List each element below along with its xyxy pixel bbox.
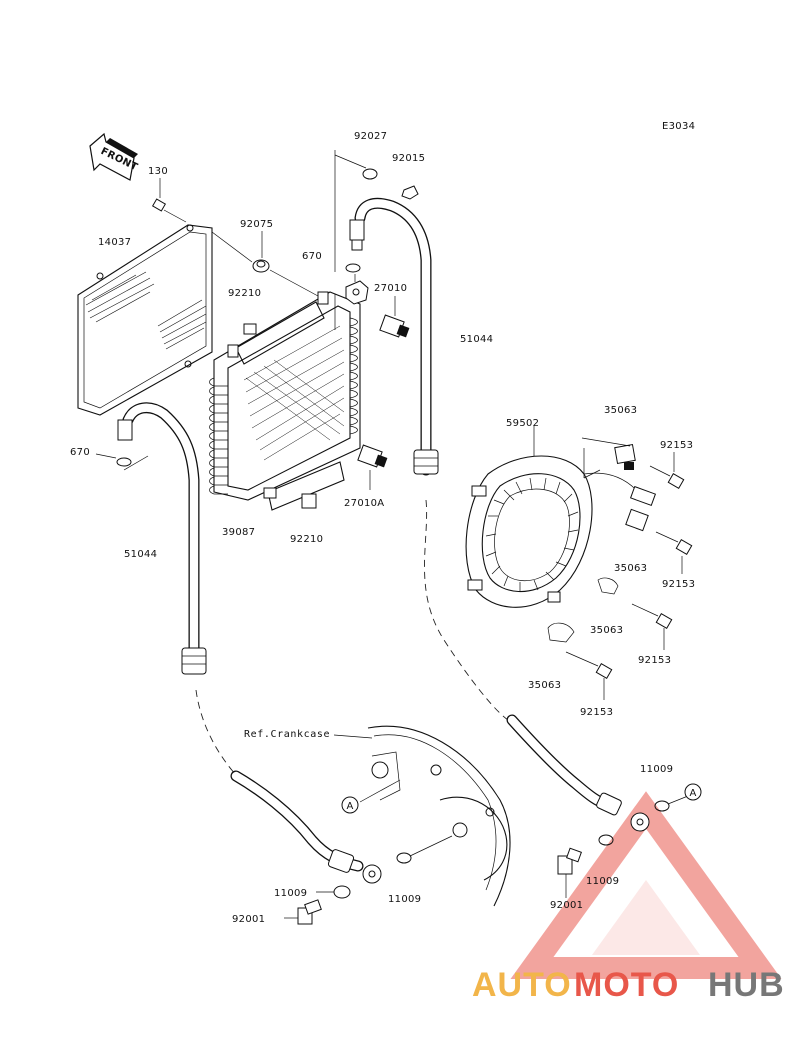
label-35063-mid: 35063 <box>614 563 647 574</box>
label-51044-right: 51044 <box>460 334 493 345</box>
hose-lower-left <box>230 770 453 899</box>
watermark-auto: AUTO <box>472 966 572 1004</box>
marker-a-left: A <box>341 796 359 814</box>
label-14037: 14037 <box>98 237 131 248</box>
part-labels: 130 14037 92075 92210 92027 92015 670 27… <box>70 131 695 925</box>
watermark-moto: MOTO <box>574 966 679 1004</box>
label-ref-crankcase: Ref.Crankcase <box>244 729 330 740</box>
label-92153-d: 92153 <box>580 707 613 718</box>
label-11009-right-top: 11009 <box>640 764 673 775</box>
oil-cooler-cover <box>77 224 213 416</box>
label-670-top: 670 <box>302 251 322 262</box>
label-35063-lower: 35063 <box>590 625 623 636</box>
oil-temp-sensor-27010 <box>379 296 410 338</box>
fan-shroud-59502 <box>465 426 601 608</box>
grommet-92075 <box>211 231 319 297</box>
diagram-code: E3034 <box>662 121 695 132</box>
label-92153-b: 92153 <box>662 579 695 590</box>
label-92001-left: 92001 <box>232 914 265 925</box>
label-130: 130 <box>148 166 168 177</box>
label-11009-left: 11009 <box>274 888 307 899</box>
label-51044-left: 51044 <box>124 549 157 560</box>
label-92075: 92075 <box>240 219 273 230</box>
label-92015: 92015 <box>392 153 425 164</box>
oil-cooler-39087 <box>209 291 361 511</box>
label-59502: 59502 <box>506 418 539 429</box>
label-92153-a: 92153 <box>660 440 693 451</box>
watermark-triangle <box>510 791 782 979</box>
label-92027: 92027 <box>354 131 387 142</box>
watermark-hub: HUB <box>708 966 785 1004</box>
washer-670-top <box>345 263 369 305</box>
marker-a-right: A <box>684 783 702 801</box>
label-92210-bottom: 92210 <box>290 534 323 545</box>
sensor-27010A <box>357 444 388 490</box>
label-39087: 39087 <box>222 527 255 538</box>
watermark-logo: AUTO MOTO HUB <box>472 966 785 1004</box>
label-11009-right: 11009 <box>586 876 619 887</box>
screw-92153-set <box>565 452 693 700</box>
crankcase-ref <box>333 725 511 907</box>
svg-text:A: A <box>690 788 697 799</box>
hose-lower-right <box>506 714 689 846</box>
front-arrow-icon: FRONT <box>89 132 139 181</box>
svg-text:A: A <box>347 801 354 812</box>
fan-connectors <box>547 437 657 643</box>
bolt-92001-left <box>284 899 322 925</box>
label-670-left: 670 <box>70 447 90 458</box>
callout-92027-92015 <box>334 150 419 330</box>
label-35063-bottom: 35063 <box>528 680 561 691</box>
bolt-130 <box>151 178 187 223</box>
routing-dashed-lines <box>195 499 509 776</box>
hose-51044-left <box>95 402 207 675</box>
label-35063-top: 35063 <box>604 405 637 416</box>
label-27010: 27010 <box>374 283 407 294</box>
label-11009-mid: 11009 <box>388 894 421 905</box>
hose-51044-right <box>349 197 439 476</box>
label-92001-right: 92001 <box>550 900 583 911</box>
bolt-92001-right <box>557 847 582 898</box>
label-92153-c: 92153 <box>638 655 671 666</box>
label-27010A: 27010A <box>344 498 384 509</box>
label-92210-top: 92210 <box>228 288 261 299</box>
